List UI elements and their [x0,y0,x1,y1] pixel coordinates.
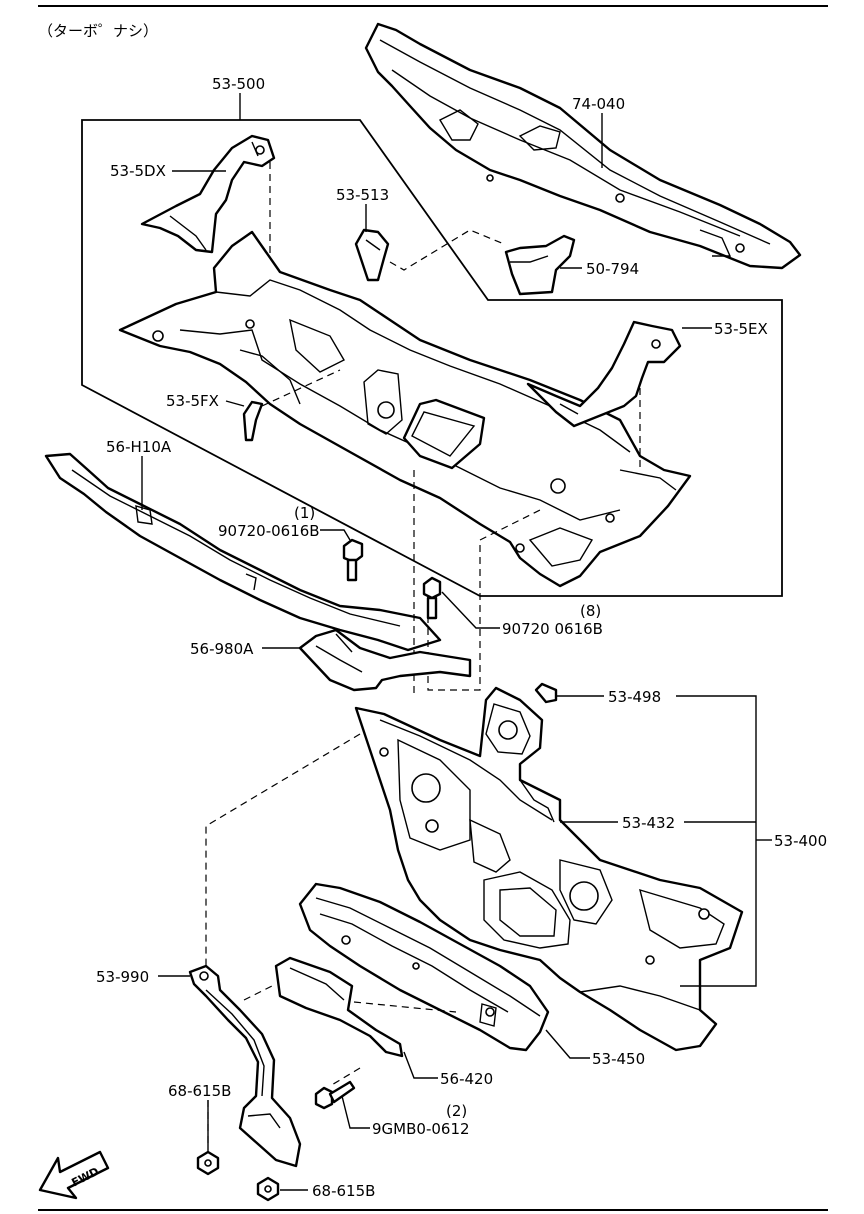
brace-53-990 [188,964,302,1168]
forward-arrow-icon: FWD [38,1150,110,1200]
label-56-980a: 56-980A [190,640,254,658]
bracket-53-513 [354,228,390,282]
bracket-53-5dx [140,134,276,254]
label-53-990: 53-990 [96,968,149,986]
panel-53-500 [118,230,692,588]
label-bolt2-no: 90720 0616B [502,620,603,638]
bolt-90720-0616b-8 [422,576,442,620]
bracket-53-5ex [526,320,682,428]
label-56-420: 56-420 [440,1070,493,1088]
stud-53-5fx [242,400,264,442]
leader-bolt3 [341,1095,370,1129]
bracket-50-794 [504,234,576,296]
label-53-5ex: 53-5EX [714,320,768,338]
leader-53-450 [545,1029,590,1059]
bolt-90720-0616b-1 [342,538,364,582]
bracket-53-400 [676,695,757,987]
header-note: （ターボ゜ナシ） [38,22,158,40]
duct-56-h10a [44,452,442,652]
label-53-5dx: 53-5DX [110,162,166,180]
leader-53-5fx [225,400,245,407]
dash-panel-53-400 [354,686,744,1052]
label-53-513: 53-513 [336,186,389,204]
label-53-450: 53-450 [592,1050,645,1068]
label-74-040: 74-040 [572,95,625,113]
bolt-9gmb0-0612 [314,1080,356,1110]
label-56-h10a: 56-H10A [106,438,172,456]
dash-53-513 [389,229,505,271]
duct-56-980a [298,628,472,692]
cover-56-420 [274,956,404,1058]
label-53-500: 53-500 [212,75,265,93]
label-bolt3-qty: (2) [446,1102,467,1120]
cowl-panel-74-040 [364,22,802,270]
label-68-615b-a: 68-615B [168,1082,231,1100]
label-53-5fx: 53-5FX [166,392,219,410]
label-50-794: 50-794 [586,260,639,278]
label-bolt3-no: 9GMB0-0612 [372,1120,470,1138]
leader-bolt1 [320,529,351,541]
label-53-400: 53-400 [774,832,827,850]
dash-53-5fx [261,369,341,407]
label-bolt2-qty: (8) [580,602,601,620]
label-68-615b-b: 68-615B [312,1182,375,1200]
clip-53-498 [534,682,558,704]
leader-56-420 [403,1051,438,1079]
assembly-box-53-500 [81,119,783,597]
label-53-432: 53-432 [622,814,675,832]
dash-lower-left [205,733,361,972]
label-bolt1-qty: (1) [294,504,315,522]
dash-56-420 [243,983,457,1087]
label-53-498: 53-498 [608,688,661,706]
nut-68-615b-a [196,1150,220,1176]
cross-member-53-450 [298,882,550,1052]
dash-center-b [427,509,541,691]
label-bolt1-no: 90720-0616B [218,522,320,540]
leader-bolt2 [441,591,500,629]
nut-68-615b-b [256,1176,280,1202]
